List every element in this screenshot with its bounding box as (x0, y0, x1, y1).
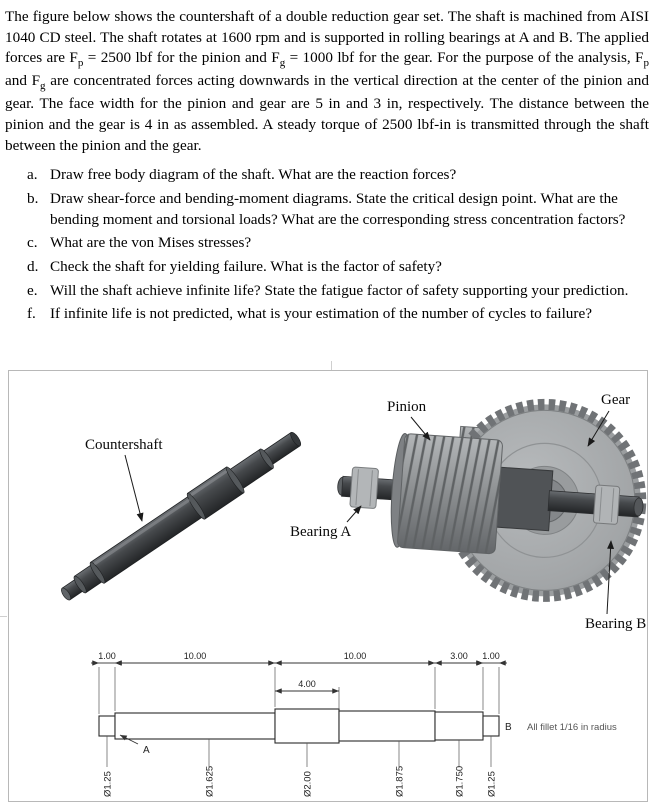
question-label: d. (27, 258, 39, 276)
question-f: f. If infinite life is not predicted, wh… (27, 304, 646, 325)
figure-canvas: Countershaft Pinion Gear Bearing A Beari… (61, 392, 647, 797)
figure-callouts: Countershaft Pinion Gear Bearing A Beari… (85, 392, 646, 632)
drawing-2d: 1.00 10.00 10.00 3.00 1.00 4.00 Ø1.25 Ø1… (91, 651, 617, 797)
dim-diameter: Ø1.625 (205, 766, 216, 797)
dim-length: 1.00 (98, 651, 116, 661)
bearing-a-3d (349, 466, 379, 509)
question-text: If infinite life is not predicted, what … (50, 305, 592, 323)
question-list: a. Draw free body diagram of the shaft. … (0, 165, 656, 325)
dimension-lines (91, 660, 507, 694)
question-a: a. Draw free body diagram of the shaft. … (27, 165, 646, 186)
question-label: a. (27, 166, 38, 184)
question-text: What are the von Mises stresses? (50, 234, 252, 252)
dim-length: 10.00 (184, 651, 207, 661)
dim-diameter: Ø1.25 (103, 771, 114, 797)
countershaft-label: Countershaft (85, 437, 163, 453)
bearing-b-3d (592, 484, 621, 525)
question-label: e. (27, 281, 38, 299)
length-labels: 1.00 10.00 10.00 3.00 1.00 4.00 (98, 651, 500, 689)
dim-diameter: Ø1.25 (487, 771, 498, 797)
gear-label: Gear (601, 392, 630, 408)
page-artifact-left (0, 616, 7, 617)
extension-lines (98, 667, 500, 714)
question-b: b. Draw shear-force and bending-moment d… (27, 189, 646, 230)
mid-shaft-3d (496, 466, 554, 532)
dim-length: 10.00 (344, 651, 367, 661)
pinion-3d (390, 432, 503, 555)
dim-diameter: Ø1.750 (455, 766, 466, 797)
countershaft-3d (61, 431, 302, 601)
point-a-label: A (143, 745, 150, 756)
gear-assembly-3d (337, 398, 647, 602)
diameter-labels: Ø1.25 Ø1.625 Ø2.00 Ø1.875 Ø1.750 Ø1.25 (103, 766, 498, 797)
point-b-label: B (505, 722, 512, 733)
shaft-profile (98, 708, 500, 744)
question-label: f. (27, 305, 36, 323)
page-artifact-top (331, 361, 332, 370)
question-text: Draw shear-force and bending-moment diag… (50, 190, 626, 228)
question-label: c. (27, 234, 38, 252)
dim-mid-length: 4.00 (298, 679, 316, 689)
question-e: e. Will the shaft achieve infinite life?… (27, 281, 646, 302)
dim-diameter: Ø2.00 (303, 771, 314, 797)
bearing-a-label: Bearing A (290, 524, 351, 540)
bearing-b-label: Bearing B (585, 616, 646, 632)
diameter-leaders (106, 736, 492, 767)
question-c: c. What are the von Mises stresses? (27, 233, 646, 254)
question-text: Draw free body diagram of the shaft. Wha… (50, 166, 457, 184)
question-text: Check the shaft for yielding failure. Wh… (50, 258, 442, 276)
question-label: b. (27, 190, 39, 207)
dim-length: 1.00 (482, 651, 500, 661)
figure-frame: Countershaft Pinion Gear Bearing A Beari… (8, 370, 648, 802)
fillet-note: All fillet 1/16 in radius (527, 722, 617, 733)
dim-diameter: Ø1.875 (395, 766, 406, 797)
problem-statement: The figure below shows the countershaft … (5, 8, 650, 154)
question-d: d. Check the shaft for yielding failure.… (27, 257, 646, 278)
pinion-label: Pinion (387, 399, 427, 415)
dim-length: 3.00 (450, 651, 468, 661)
question-text: Will the shaft achieve infinite life? St… (50, 281, 629, 299)
